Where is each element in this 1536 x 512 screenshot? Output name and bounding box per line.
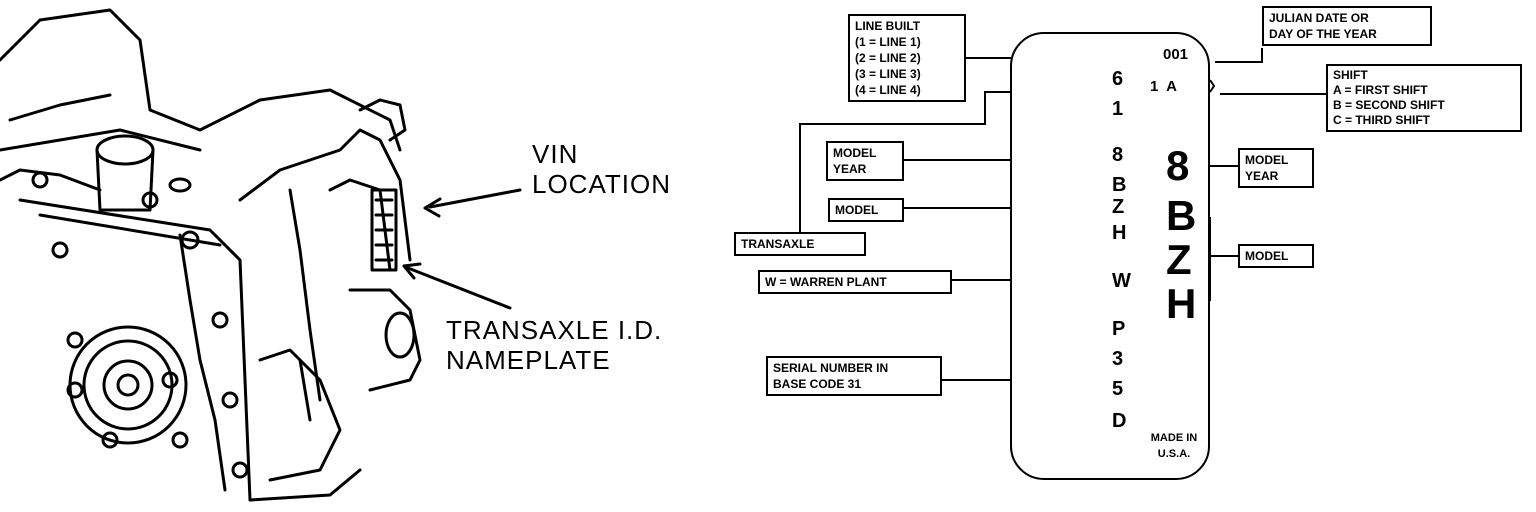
plate-julian-code: 001 [1163, 46, 1189, 63]
transaxle-drawing [0, 8, 522, 502]
model-year-right-callout: MODEL YEAR [1238, 148, 1314, 188]
serial-number-callout: SERIAL NUMBER IN BASE CODE 31 [766, 356, 942, 396]
nameplate-label-line1: TRANSAXLE I.D. [446, 315, 663, 345]
line-built-callout: LINE BUILT (1 = LINE 1) (2 = LINE 2) (3 … [848, 14, 966, 102]
plate-code-char: 6 [1112, 68, 1124, 90]
model-year-left-callout: MODEL YEAR [826, 141, 904, 181]
julian-date-callout: JULIAN DATE OR DAY OF THE YEAR [1262, 6, 1432, 46]
warren-plant-callout: W = WARREN PLANT [758, 270, 952, 294]
vin-label-line1: VIN [532, 139, 579, 169]
shift-callout: SHIFT A = FIRST SHIFT B = SECOND SHIFT C… [1326, 64, 1522, 132]
model-left-callout: MODEL [828, 198, 904, 222]
plate-code-char: H [1112, 222, 1127, 244]
plate-big-char: 8 [1166, 142, 1190, 189]
model-right-callout: MODEL [1238, 244, 1314, 268]
made-in-label: MADE IN U.S.A. [1146, 432, 1202, 460]
plate-code-char: 8 [1112, 144, 1124, 166]
transaxle-callout: TRANSAXLE [734, 232, 866, 256]
made-in-line2: U.S.A. [1157, 448, 1191, 460]
plate-big-char: B [1166, 192, 1197, 239]
vin-location-label: VIN LOCATION [532, 139, 671, 200]
made-in-line1: MADE IN [1150, 432, 1198, 444]
plate-line-shift-code: 1 A [1150, 78, 1177, 95]
plate-code-char: 5 [1112, 378, 1124, 400]
plate-code-char: 1 [1112, 98, 1124, 120]
plate-code-char: D [1112, 410, 1127, 432]
nameplate-label-line2: NAMEPLATE [446, 344, 611, 375]
plate-big-char: Z [1166, 236, 1192, 283]
nameplate-label: TRANSAXLE I.D. NAMEPLATE [446, 315, 663, 376]
plate-code-char: W [1112, 270, 1131, 292]
plate-big-char: H [1166, 280, 1197, 327]
plate-code-char: P [1112, 318, 1126, 340]
vin-label-line2: LOCATION [532, 168, 671, 199]
plate-code-char: B [1112, 174, 1127, 196]
id-plate [1010, 32, 1210, 480]
plate-code-char: Z [1112, 196, 1125, 218]
plate-code-char: 3 [1112, 348, 1124, 370]
